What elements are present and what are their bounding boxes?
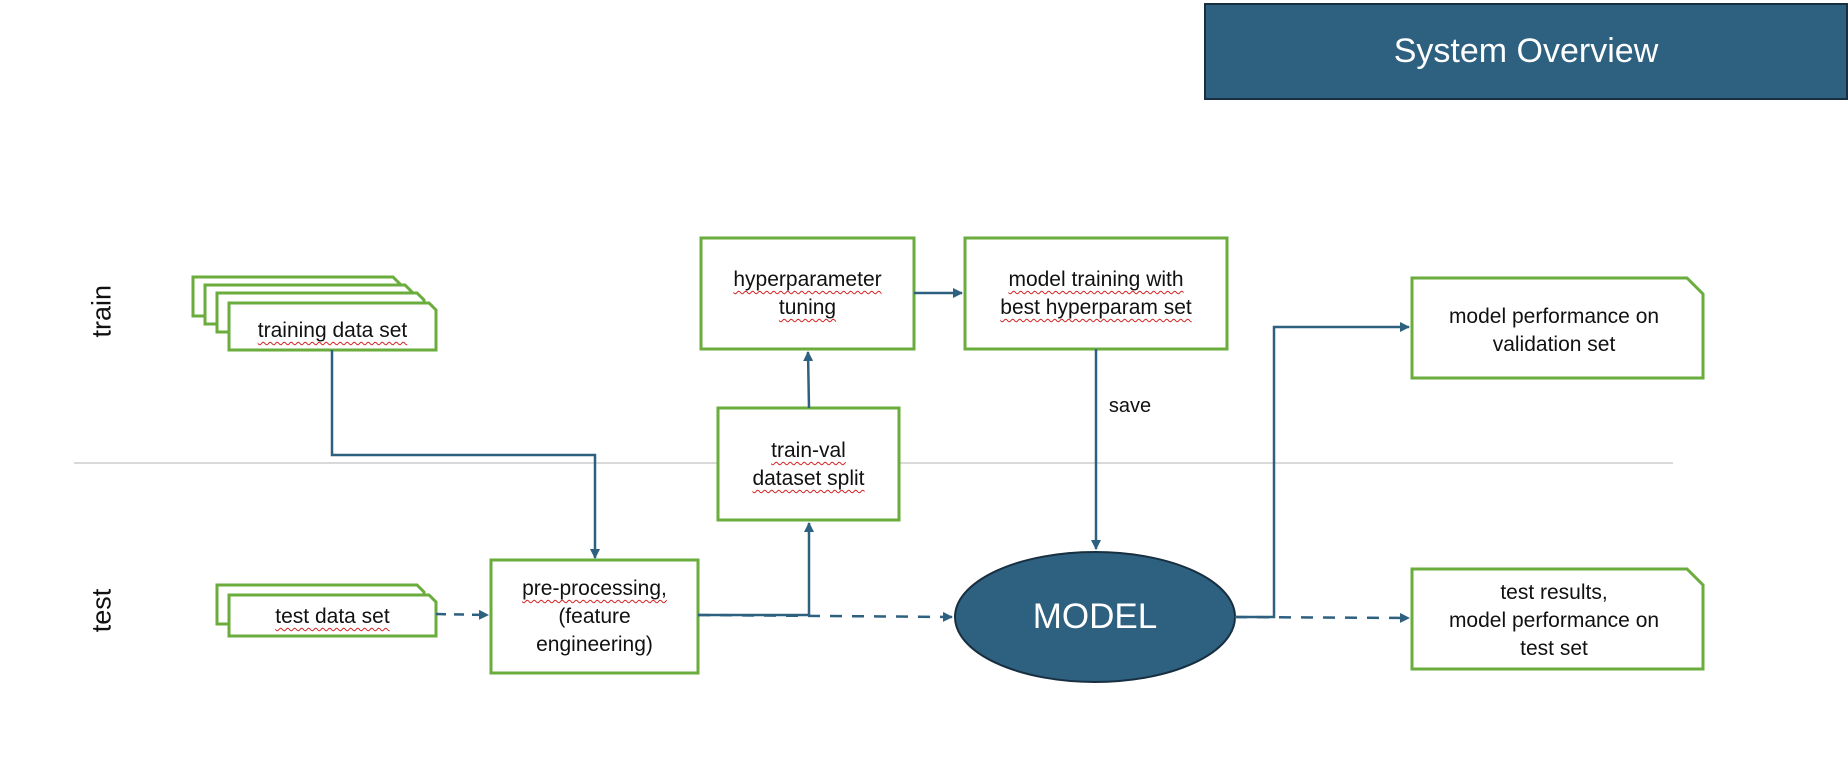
hyperparameter-tuning-label: hyperparameter tuning — [733, 268, 882, 319]
arrow-model-to-validation — [1235, 322, 1410, 619]
hyperparameter-tuning-box — [699, 236, 916, 351]
arrow-split-to-tuning — [803, 351, 814, 409]
arrow-preprocessing-to-split — [698, 522, 814, 617]
page-title: System Overview — [1393, 32, 1659, 70]
test-data-label: test data set — [275, 605, 390, 628]
test-results-label: test results, model performance on test … — [1448, 581, 1660, 660]
test-data-stack — [215, 583, 438, 638]
validation-performance-label: model performance on validation set — [1448, 305, 1660, 356]
train-val-split-label: train-val dataset split — [752, 439, 865, 490]
arrow-test-to-preprocessing — [435, 609, 489, 620]
save-label: save — [1108, 395, 1152, 417]
model-training-box — [963, 236, 1229, 351]
preprocessing-label: pre-processing, (feature engineering) — [522, 577, 667, 656]
training-data-stack — [191, 275, 438, 352]
arrow-model-to-test-results — [1234, 612, 1410, 623]
arrow-training-to-preprocessing — [330, 350, 600, 559]
train-val-split-box — [716, 406, 901, 522]
model-label: MODEL — [1032, 597, 1158, 636]
lane-label-test: test — [86, 588, 117, 633]
title-banner: System Overview — [1204, 3, 1848, 100]
training-data-label: training data set — [257, 319, 408, 342]
lane-label-train: train — [86, 284, 117, 338]
validation-performance-box — [1410, 276, 1705, 380]
preprocessing-box — [489, 558, 700, 675]
model-training-label: model training with best hyperparam set — [1000, 268, 1192, 319]
test-results-box — [1410, 567, 1705, 671]
